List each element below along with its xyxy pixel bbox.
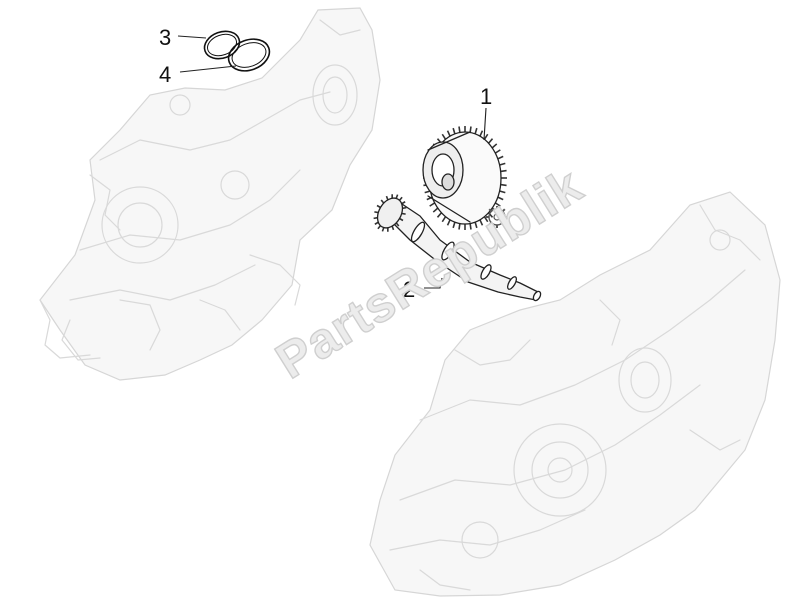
gear-tooth [441,216,447,223]
callout-3: 3 [159,25,171,50]
gear-tooth [474,221,478,229]
callout-4: 4 [159,62,171,87]
gear-tooth [491,143,498,149]
part-3-ring[interactable] [201,27,244,64]
left-crankcase-half [39,7,381,381]
leader-line-2 [424,277,443,289]
gear-tooth [452,127,456,135]
gear-tooth [500,169,507,173]
gear-tooth [429,202,436,207]
gear-tooth [483,133,489,140]
gear-tooth [452,221,456,229]
gear-tooth [432,207,439,213]
part-2-shaft[interactable] [372,194,542,302]
callout-1: 1 [480,84,492,109]
part-4-ring[interactable] [224,34,274,77]
gear-tooth [441,133,447,140]
gear-tooth [500,183,507,187]
gear-tooth [497,196,504,201]
gear-tooth [446,130,451,137]
gear-tooth [436,212,443,218]
leader-line-1 [483,107,487,141]
gear-tooth [487,138,494,144]
leader-line-4 [179,65,237,73]
right-crankcase-half [369,191,781,597]
gear-tooth [499,190,506,194]
gear-tooth [391,225,395,231]
gear-tooth [446,219,451,226]
part-1-gear[interactable] [422,126,507,230]
gear-tooth [497,155,504,160]
gear-tooth [385,195,389,201]
gear-tooth [458,223,461,230]
gear-tooth [458,126,461,133]
gear-tooth [373,216,378,220]
gear-tooth [494,202,501,207]
gear-icon [486,206,508,228]
gear-tooth [499,162,506,166]
gear-tooth [376,204,381,209]
gear-tooth [399,217,404,222]
gear-tooth [479,219,484,226]
gear-tooth [483,216,489,223]
gear-tooth [469,223,472,230]
gear-tooth [402,206,407,210]
leader-line-3 [177,35,207,39]
gear-tooth [479,130,484,137]
callout-2: 2 [403,277,415,302]
gear-tooth [494,149,501,154]
gear-tooth [474,127,478,135]
